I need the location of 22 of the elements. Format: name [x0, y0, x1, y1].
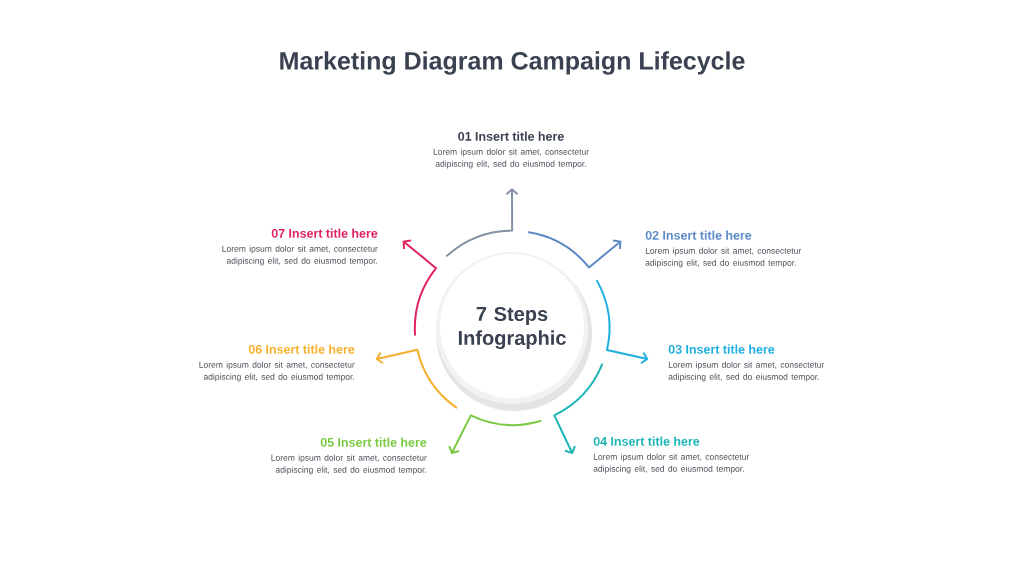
step-description: Lorem ipsum dolor sit amet, consectetur adipiscing elit, sed do eiusmod tempor.: [593, 453, 750, 474]
step-title: 01 Insert title here: [458, 131, 564, 141]
step-title: 03 Insert title here: [668, 344, 775, 354]
step-title: 05 Insert title here: [320, 437, 427, 447]
arrow: [527, 231, 622, 269]
arrow: [402, 239, 438, 336]
arrow: [448, 414, 542, 455]
step-description: Lorem ipsum dolor sit amet, consectetur adipiscing elit, sed do eiusmod tempor.: [222, 245, 378, 266]
step-title: 04 Insert title here: [593, 436, 700, 446]
diagram-title: Marketing Diagram Campaign Lifecycle: [280, 51, 745, 75]
step-title: 02 Insert title here: [645, 230, 752, 240]
step-title: 07 Insert title here: [271, 228, 378, 238]
step-description: Lorem ipsum dolor sit amet, consectetur adipiscing elit, sed do eiusmod tempor.: [199, 361, 355, 382]
step-title: 06 Insert title here: [248, 344, 355, 354]
step-description: Lorem ipsum dolor sit amet, consectetur adipiscing elit, sed do eiusmod tempor.: [668, 361, 825, 382]
arrow: [375, 348, 458, 409]
arrow: [596, 279, 649, 365]
step-description: Lorem ipsum dolor sit amet, consectetur adipiscing elit, sed do eiusmod tempor.: [433, 148, 589, 169]
arrow: [553, 363, 604, 455]
step-description: Lorem ipsum dolor sit amet, consectetur adipiscing elit, sed do eiusmod tempor.: [645, 247, 802, 268]
arrow: [445, 188, 519, 257]
step-description: Lorem ipsum dolor sit amet, consectetur adipiscing elit, sed do eiusmod tempor.: [271, 454, 427, 475]
